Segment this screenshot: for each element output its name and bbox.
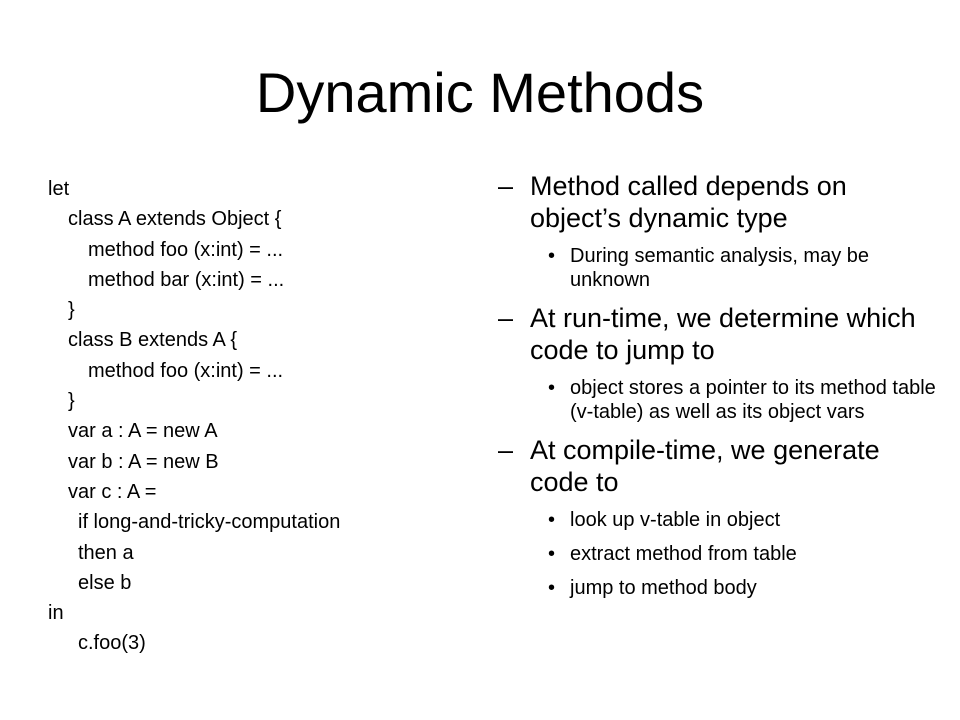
dash-marker: – bbox=[498, 435, 514, 465]
sub-bullet-text: look up v-table in object bbox=[570, 509, 781, 531]
code-line: c.foo(3) bbox=[78, 632, 146, 655]
bullet-dot-marker: • bbox=[548, 577, 556, 599]
sub-bullet-list: • look up v-table in object • extract metho… bbox=[530, 508, 938, 600]
code-line: let bbox=[48, 178, 70, 200]
bullet-dot-marker: • bbox=[548, 245, 556, 267]
dash-marker: – bbox=[498, 303, 514, 333]
bullet-text: At compile-time, we generate code to bbox=[530, 435, 880, 497]
bullet-item: –Method called depends on object’s dynam… bbox=[498, 170, 938, 292]
code-line: var a : A = new A bbox=[68, 420, 218, 443]
bullet-dot-marker: • bbox=[548, 543, 556, 565]
code-line: method foo (x:int) = ... bbox=[88, 359, 284, 382]
code-line: then a bbox=[78, 541, 134, 564]
bullet-item: –At run-time, we determine which code to… bbox=[498, 302, 938, 424]
code-line: } bbox=[68, 299, 75, 322]
sub-bullet-text: extract method from table bbox=[570, 543, 797, 565]
bullet-dot-marker: • bbox=[548, 509, 556, 531]
code-line: else b bbox=[78, 571, 132, 594]
bullet-dot-marker: • bbox=[548, 377, 556, 399]
code-line: class B extends A { bbox=[68, 329, 237, 352]
sub-bullet-item: • object stores a pointer to its method t… bbox=[530, 376, 938, 424]
sub-bullet-text: jump to method body bbox=[570, 577, 757, 599]
bullet-text: Method called depends on object’s dynami… bbox=[530, 171, 847, 233]
code-line: } bbox=[68, 390, 75, 413]
sub-bullet-list: • During semantic analysis, may be unknow… bbox=[530, 244, 938, 292]
bullet-text: At run-time, we determine which code to … bbox=[530, 303, 916, 365]
code-line: if long-and-tricky-computation bbox=[78, 511, 341, 534]
code-line: in bbox=[48, 602, 64, 625]
dash-marker: – bbox=[498, 171, 514, 201]
sub-bullet-item: • look up v-table in object bbox=[530, 508, 938, 532]
sub-bullet-text: object stores a pointer to its method ta… bbox=[570, 377, 936, 423]
slide-title: Dynamic Methods bbox=[255, 61, 705, 124]
code-line: class A extends Object { bbox=[68, 208, 282, 231]
sub-bullet-item: • extract method from table bbox=[530, 542, 938, 566]
code-listing: let class A extends Object { method foo (x… bbox=[48, 174, 468, 659]
bullet-item: –At compile-time, we generate code to • lo… bbox=[498, 434, 938, 600]
sub-bullet-list: • object stores a pointer to its method t… bbox=[530, 376, 938, 424]
code-line: method bar (x:int) = ... bbox=[88, 268, 285, 291]
sub-bullet-item: • jump to method body bbox=[530, 576, 938, 600]
sub-bullet-item: • During semantic analysis, may be unknow… bbox=[530, 244, 938, 292]
code-line: var b : A = new B bbox=[68, 450, 219, 473]
code-line: var c : A = bbox=[68, 480, 157, 503]
sub-bullet-text: During semantic analysis, may be unknown bbox=[570, 245, 870, 291]
bullet-list: –Method called depends on object’s dynam… bbox=[498, 170, 938, 610]
code-line: method foo (x:int) = ... bbox=[88, 238, 284, 261]
